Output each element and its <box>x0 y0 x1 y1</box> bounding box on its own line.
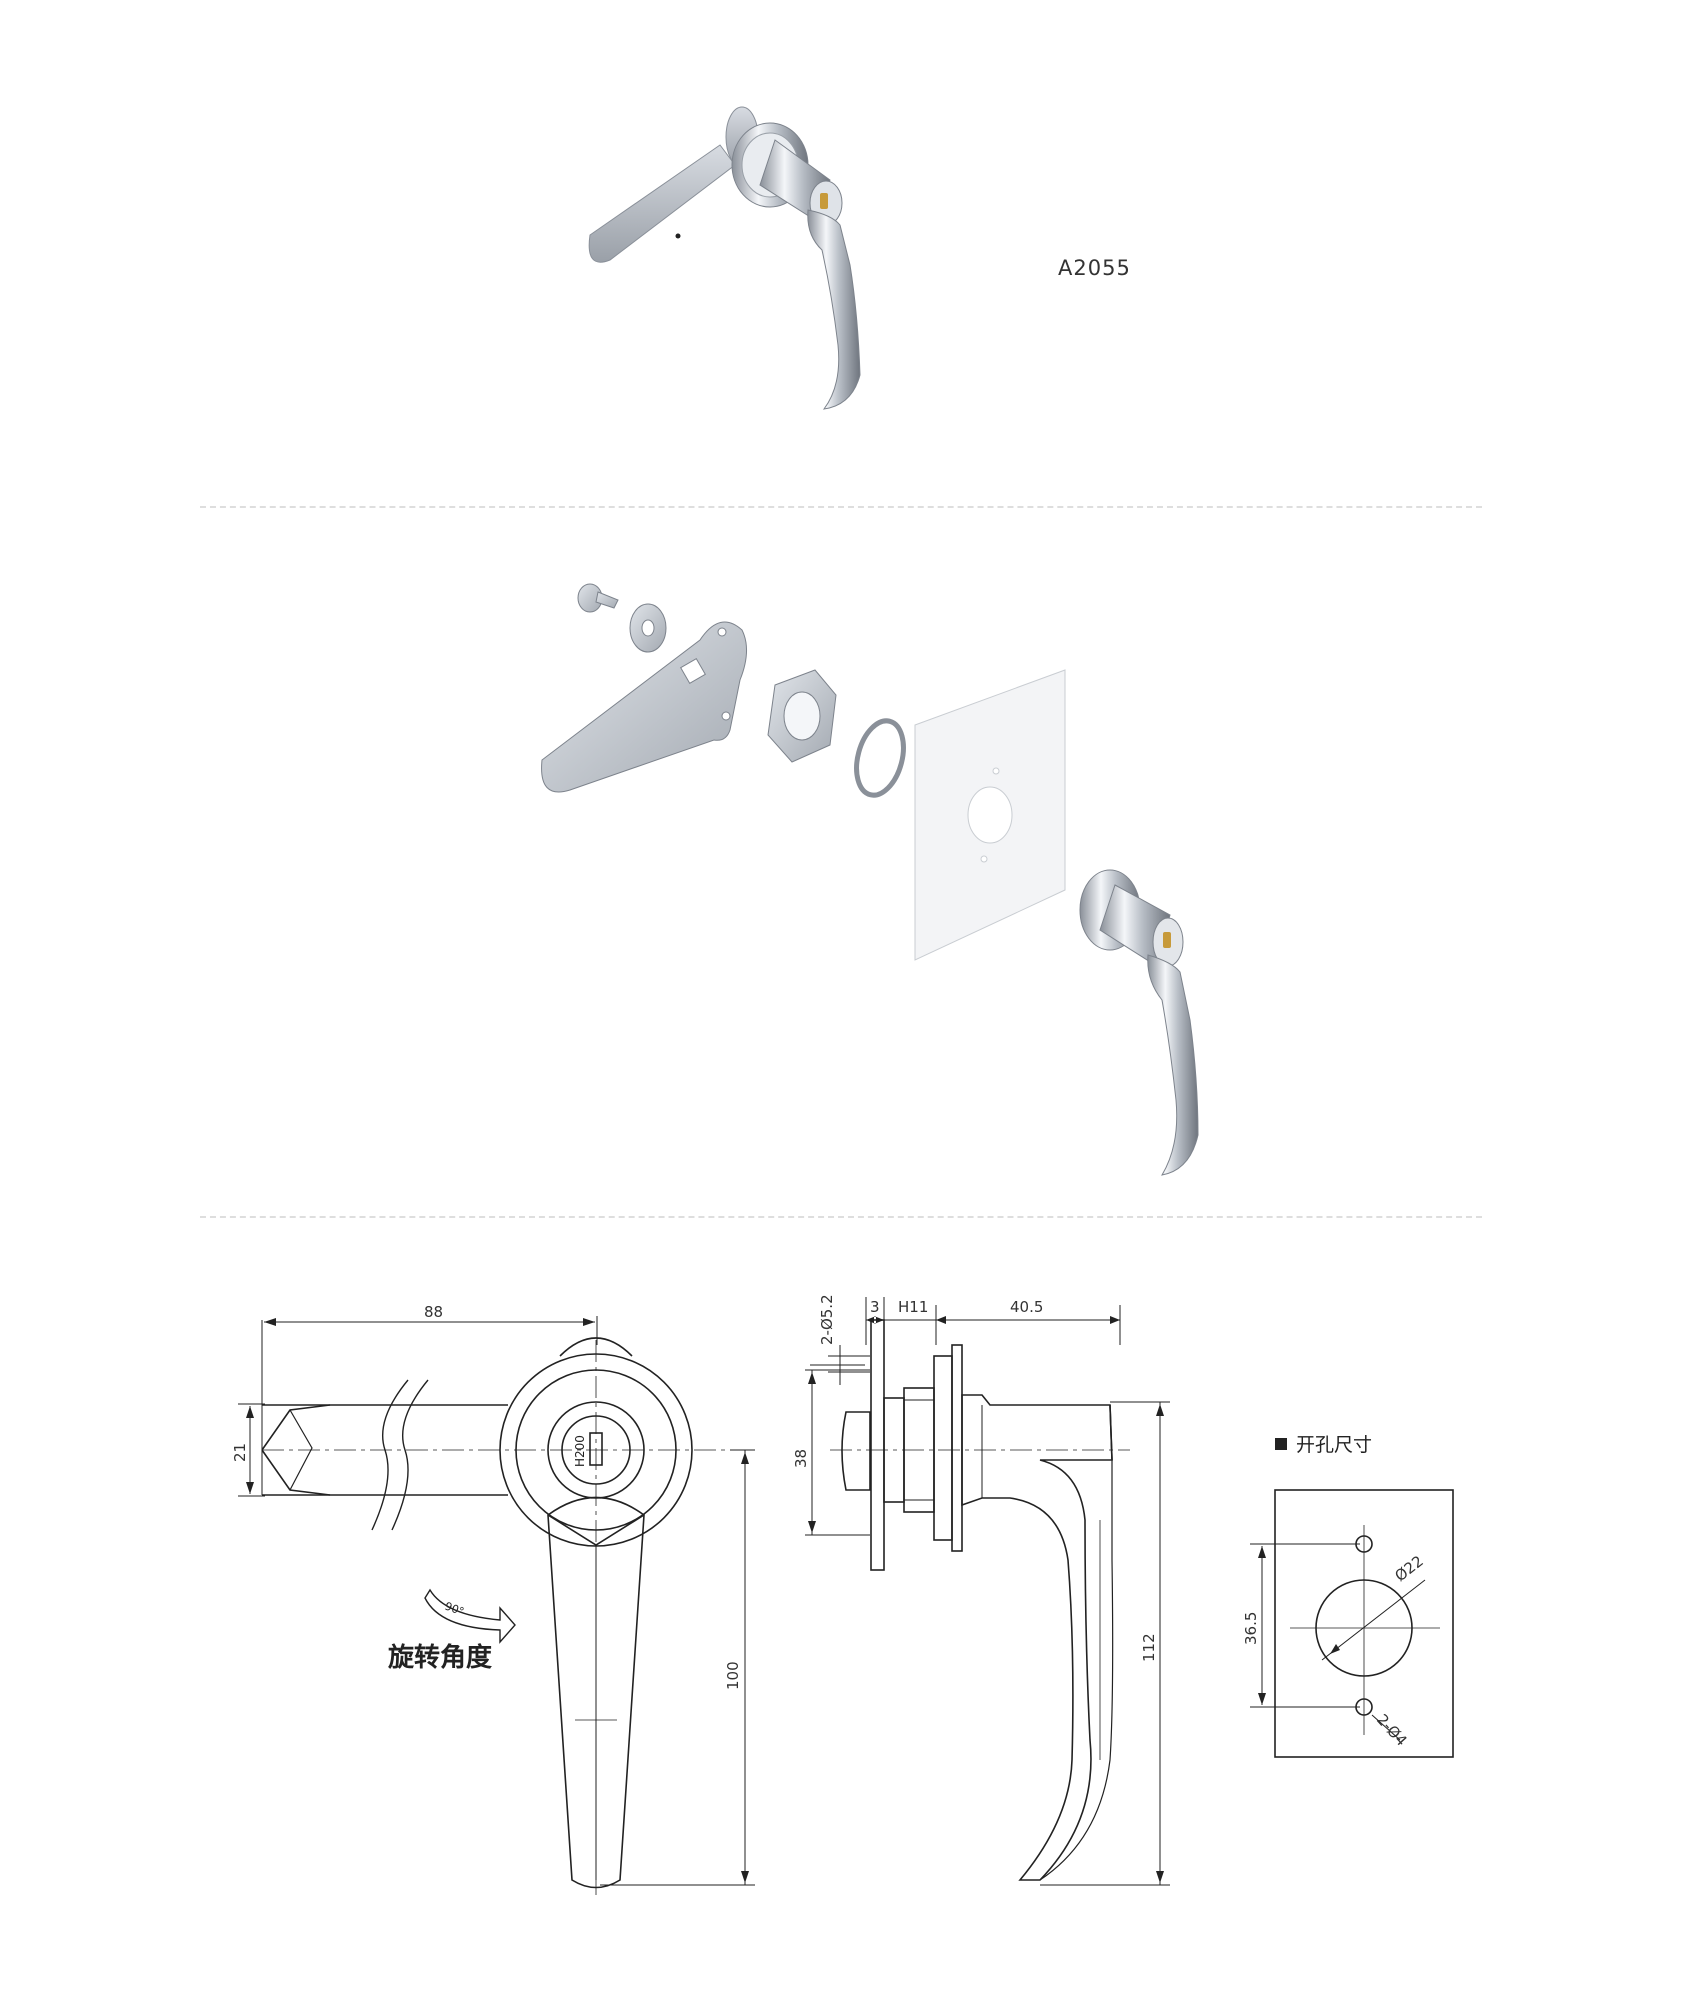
side-hole-dim: 2-Ø5.2 <box>818 1294 836 1345</box>
screw-part <box>577 583 619 613</box>
side-tolerance-dim: H11 <box>898 1298 928 1316</box>
front-height-dim: 21 <box>231 1443 249 1462</box>
rotation-label: 旋转角度 <box>388 1642 492 1673</box>
side-flange-dim: 38 <box>792 1449 810 1468</box>
washer-part <box>629 603 667 653</box>
section-divider <box>200 506 1482 508</box>
front-length-dim: 100 <box>724 1661 742 1690</box>
side-view <box>805 1297 1170 1886</box>
hex-nut-part <box>767 669 837 763</box>
front-view <box>238 1316 755 1895</box>
cutout-title: 开孔尺寸 <box>1296 1434 1372 1456</box>
front-width-dim: 88 <box>424 1303 443 1321</box>
product-photo <box>588 106 861 410</box>
cutout-view <box>1250 1438 1454 1758</box>
side-handle-height-dim: 112 <box>1140 1633 1158 1662</box>
technical-drawing: 88 21 100 H200 90° 旋转角度 2-Ø5.2 3 H11 40.… <box>231 1294 1454 1895</box>
cam-plate-part <box>541 621 747 793</box>
spring-ring-part <box>854 718 906 798</box>
cutout-spacing-dim: 36.5 <box>1242 1612 1260 1645</box>
section-divider <box>200 1216 1482 1218</box>
side-depth-dim: 40.5 <box>1010 1298 1043 1316</box>
exploded-view <box>541 583 1199 1176</box>
panel-part <box>914 669 1066 961</box>
cutout-diameter-dim: Ø22 <box>1391 1552 1426 1585</box>
cutout-small-holes-dim: 2-Ø4 <box>1373 1711 1411 1750</box>
model-label: A2055 <box>1058 256 1131 280</box>
handle-assembly-part <box>1079 869 1199 1176</box>
cutout-title-square-icon <box>1275 1438 1287 1450</box>
key-marking: H200 <box>573 1435 587 1467</box>
side-thickness-dim: 3 <box>870 1298 880 1316</box>
rotation-angle: 90° <box>443 1600 466 1619</box>
